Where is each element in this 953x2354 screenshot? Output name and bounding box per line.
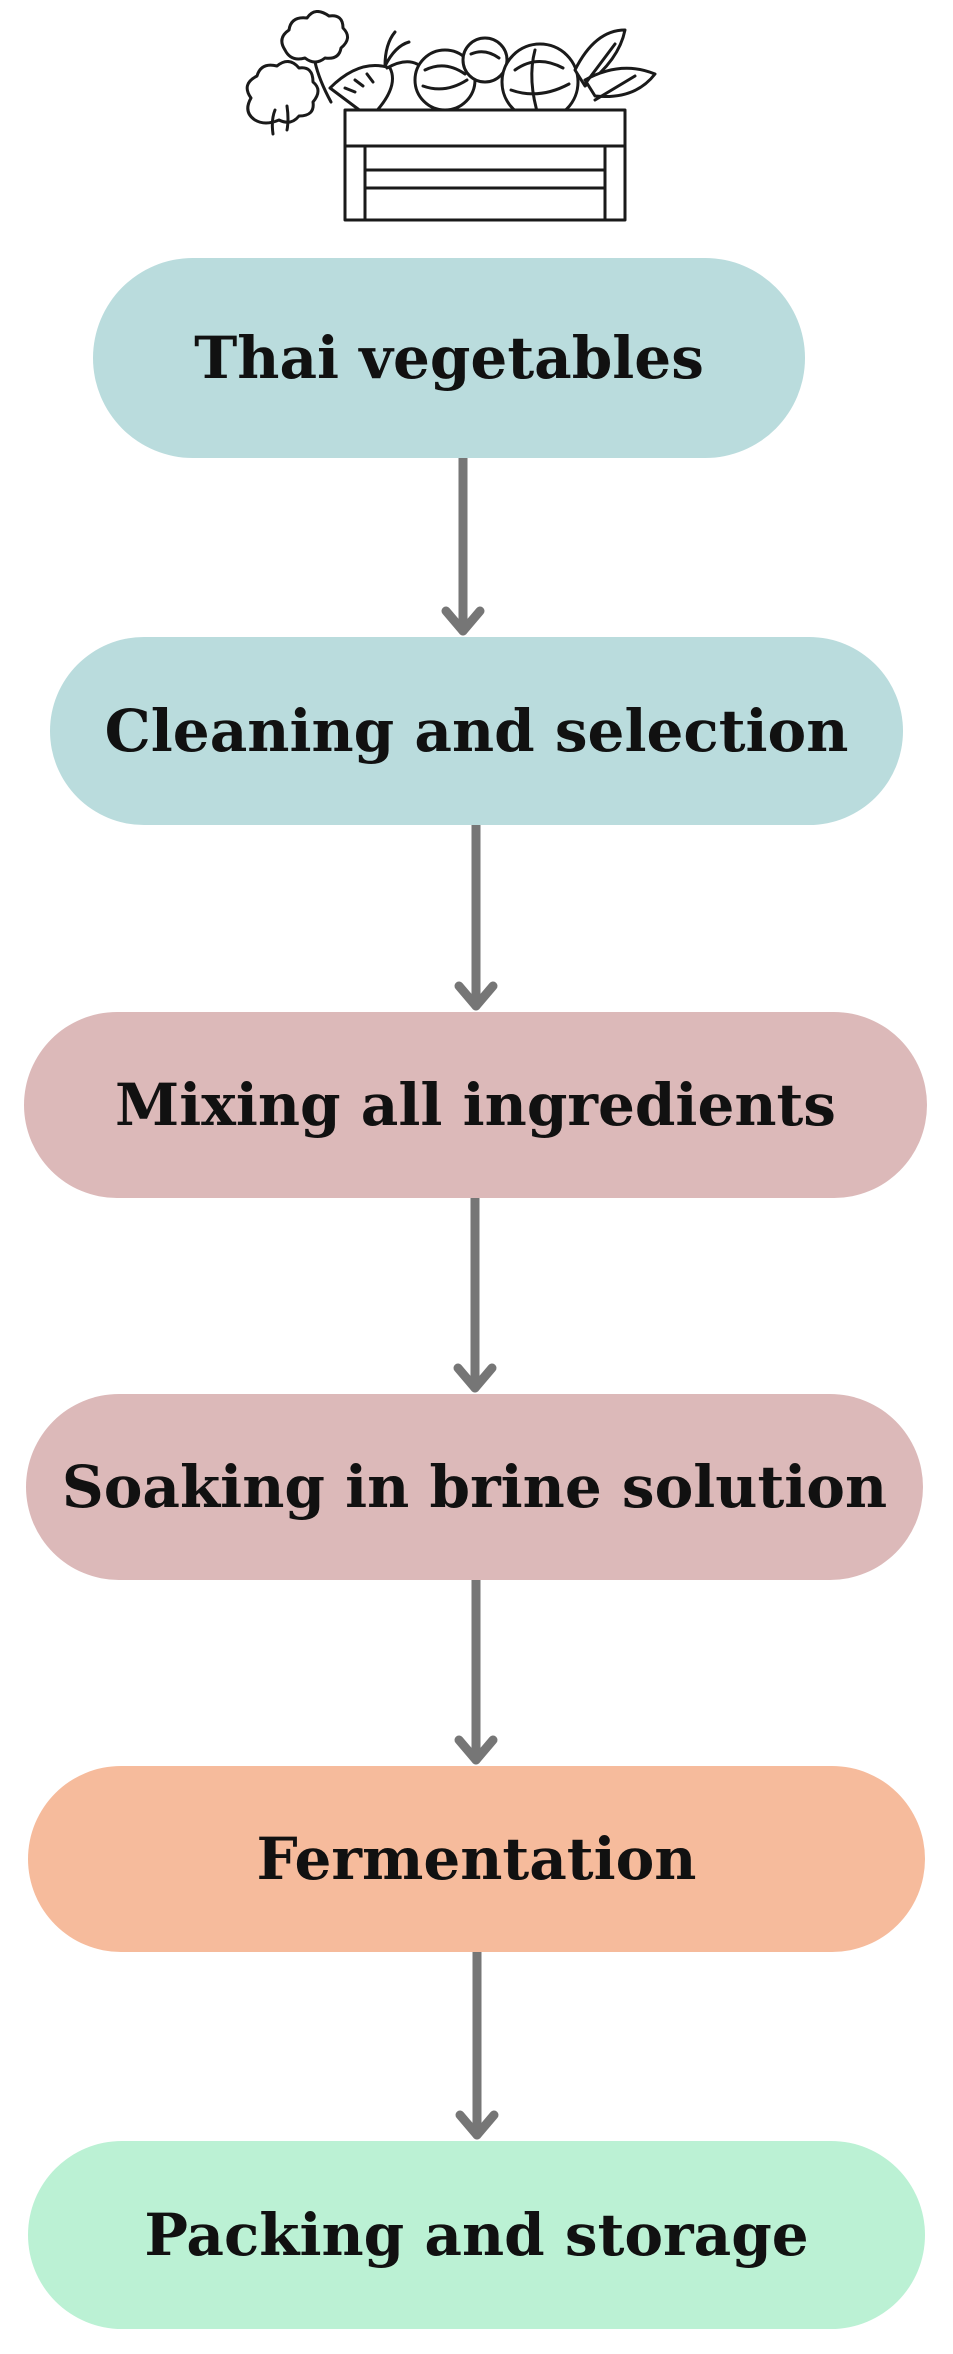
arrow-thai-vegetables-to-cleaning [441, 453, 485, 636]
node-soaking-in-brine-solution: Soaking in brine solution [26, 1394, 923, 1580]
arrow-mixing-to-soaking [453, 1193, 497, 1393]
node-mixing-all-ingredients: Mixing all ingredients [24, 1012, 927, 1198]
arrow-fermentation-to-packing [455, 1947, 499, 2140]
arrow-cleaning-to-mixing [454, 820, 498, 1011]
vegetable-basket-icon [245, 10, 657, 222]
arrow-soaking-to-fermentation [454, 1575, 498, 1765]
node-fermentation: Fermentation [28, 1766, 925, 1952]
node-thai-vegetables: Thai vegetables [93, 258, 805, 458]
node-packing-and-storage: Packing and storage [28, 2141, 925, 2329]
node-cleaning-and-selection: Cleaning and selection [50, 637, 903, 825]
